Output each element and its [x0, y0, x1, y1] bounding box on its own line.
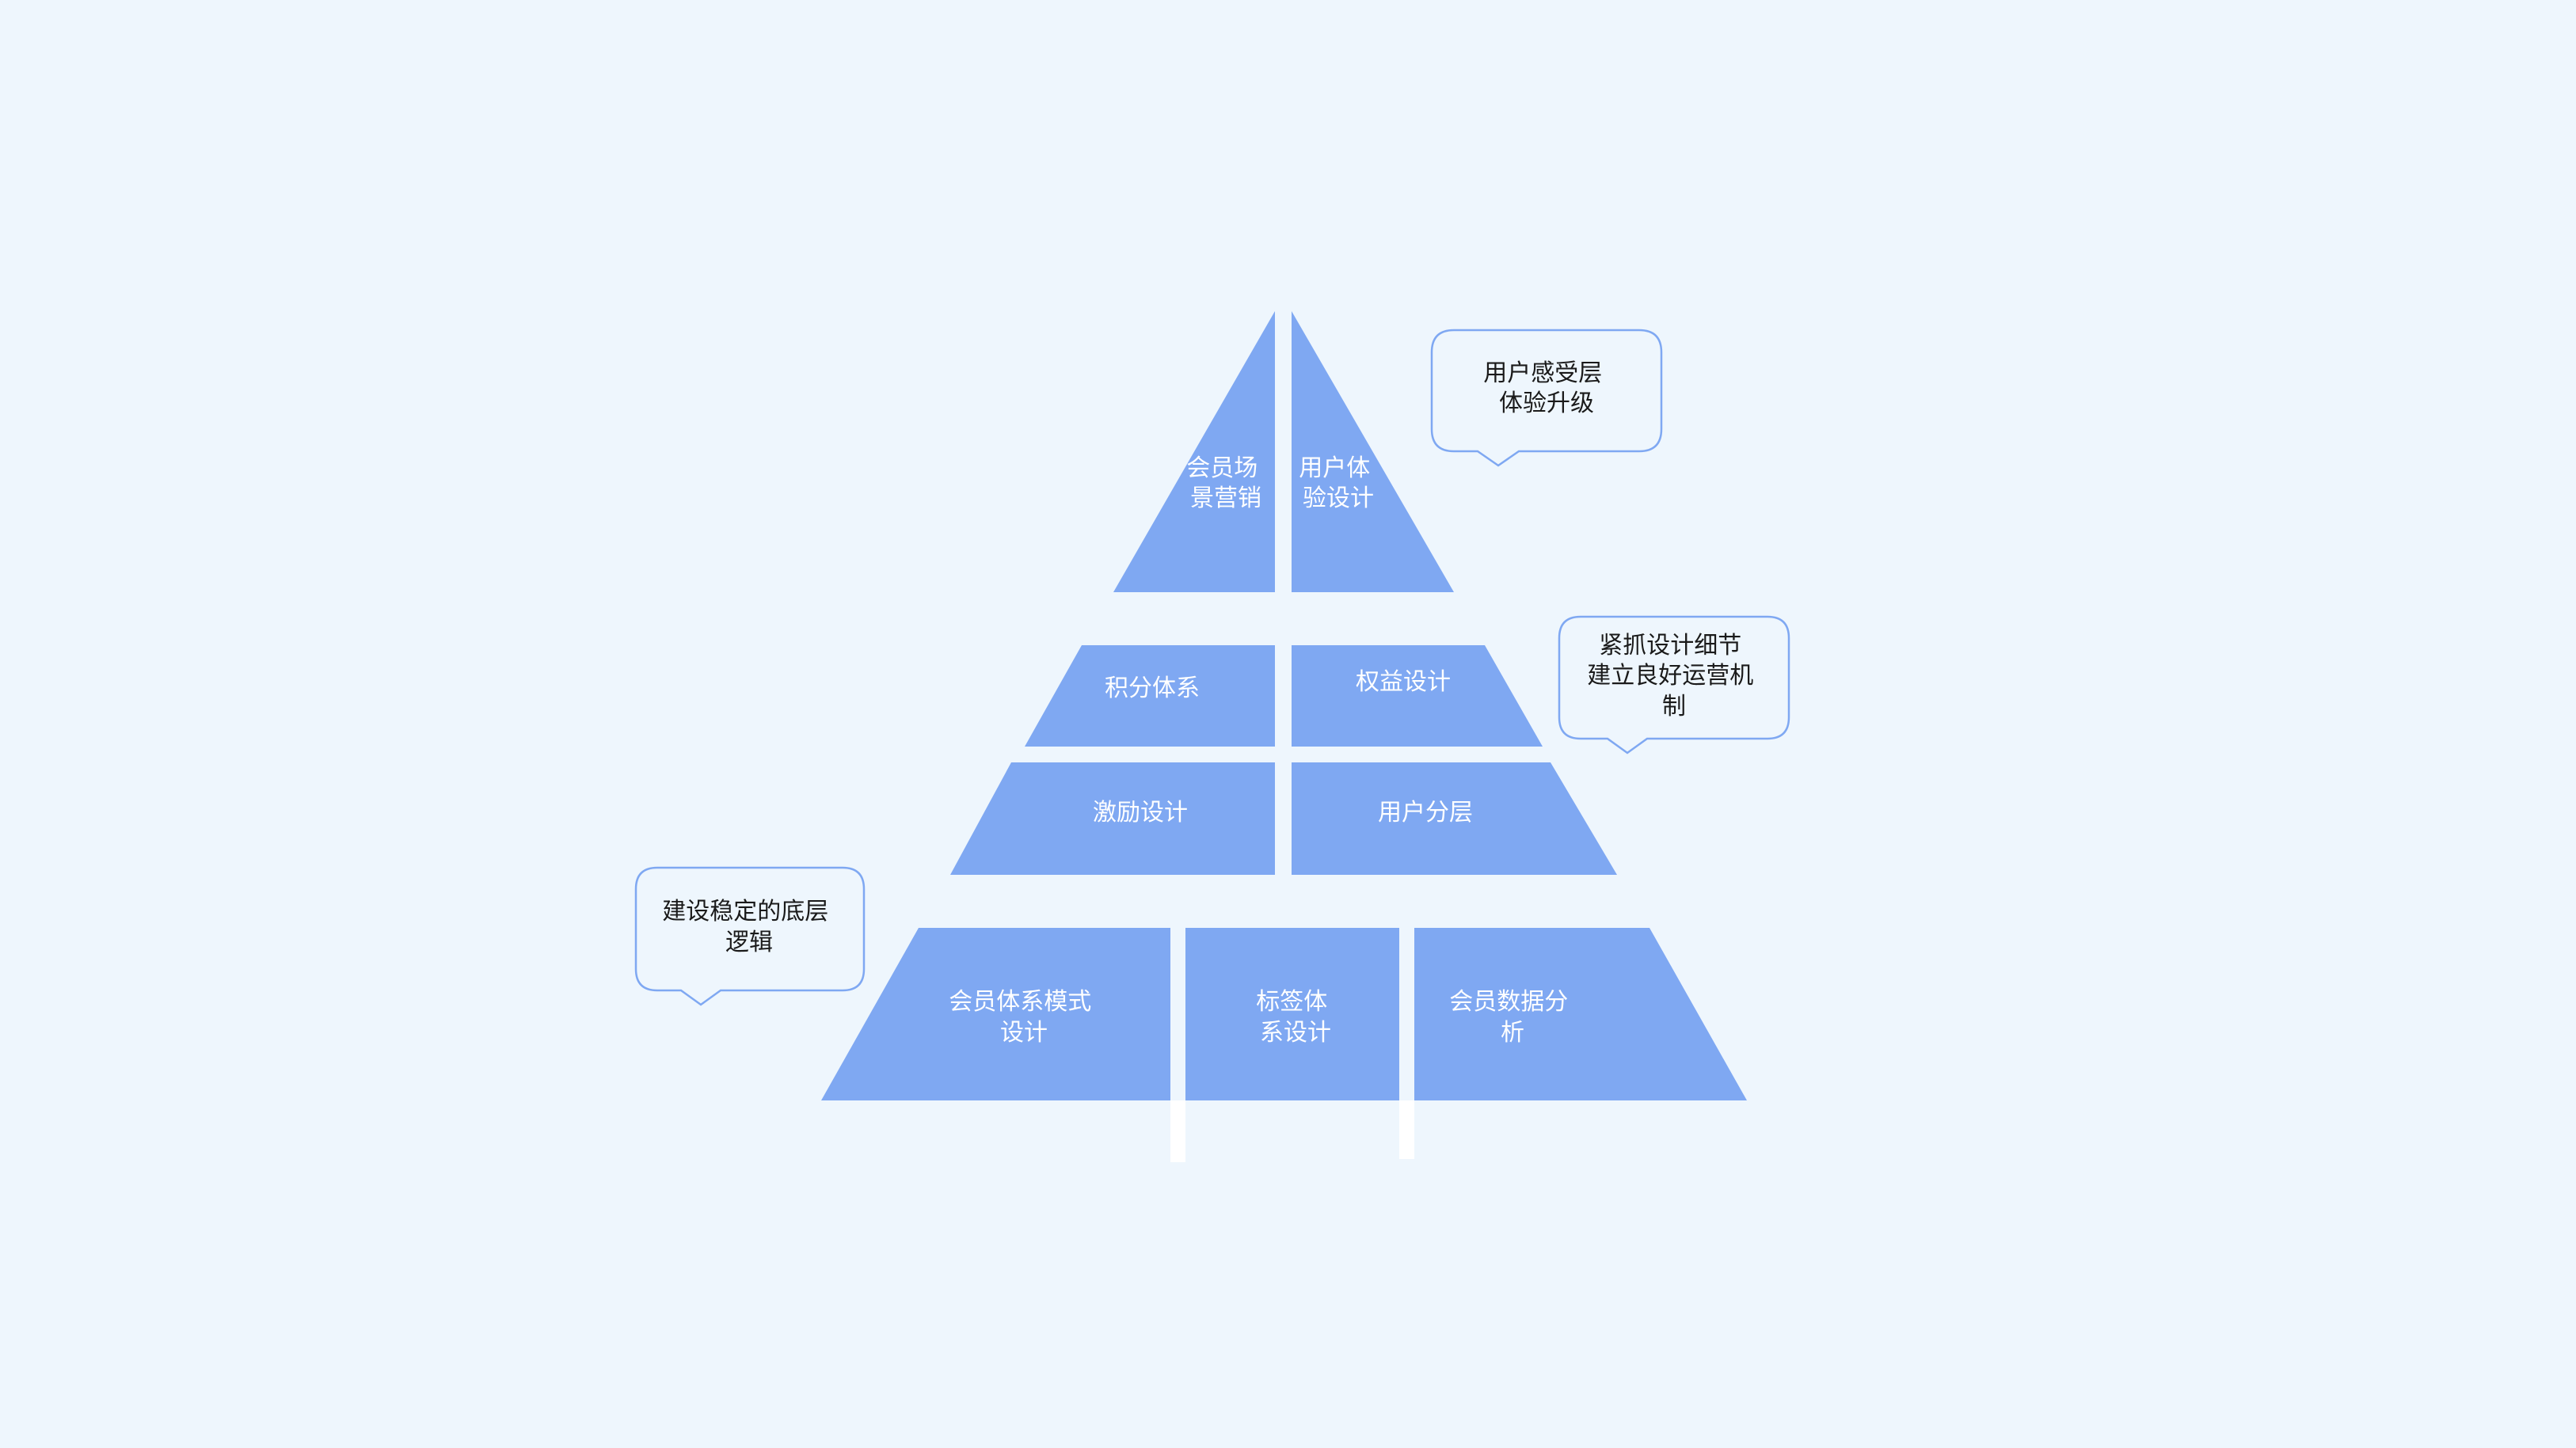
- segment-points-system: [1025, 645, 1275, 747]
- segment-user-experience-design: [1292, 311, 1454, 592]
- tier-middle-upper: 积分体系 权益设计: [1025, 645, 1543, 747]
- stem-left: [1170, 1100, 1185, 1162]
- callout-base: 建设稳定的底层 逻辑: [634, 866, 866, 1006]
- label-member-data-analysis: 会员数据分 析: [1449, 988, 1576, 1047]
- stem-right: [1399, 1100, 1414, 1159]
- callout-base-bubble: [634, 866, 866, 1006]
- segment-member-data-analysis: [1414, 928, 1747, 1100]
- segment-incentive-design: [950, 762, 1275, 875]
- segment-benefits-design: [1292, 645, 1543, 747]
- label-user-experience-design: 用户体 验设计: [1299, 454, 1378, 512]
- tier-middle-lower: 激励设计 用户分层: [950, 762, 1617, 875]
- callout-middle-bubble: [1558, 615, 1790, 754]
- label-member-system-model-design: 会员体系模式 设计: [949, 988, 1099, 1047]
- tier-base: 会员体系模式 设计 标签体 系设计 会员数据分 析: [821, 928, 1747, 1100]
- callout-top-bubble: [1430, 329, 1663, 467]
- label-member-scene-marketing: 会员场 景营销: [1186, 454, 1265, 512]
- segment-user-tiering: [1292, 762, 1617, 875]
- callout-base-text: 建设稳定的底层 逻辑: [662, 898, 836, 956]
- callout-top: 用户感受层 体验升级: [1430, 329, 1663, 467]
- callout-middle: 紧抓设计细节 建立良好运营机 制: [1558, 615, 1790, 754]
- label-incentive-design: 激励设计: [1093, 799, 1188, 827]
- label-user-tiering: 用户分层: [1378, 799, 1473, 827]
- segment-tag-system-design: [1185, 928, 1399, 1100]
- label-tag-system-design: 标签体 系设计: [1256, 988, 1335, 1047]
- segment-member-scene-marketing: [1113, 311, 1275, 592]
- callout-top-text: 用户感受层 体验升级: [1483, 359, 1610, 417]
- label-benefits-design: 权益设计: [1356, 668, 1451, 696]
- callout-middle-text: 紧抓设计细节 建立良好运营机 制: [1587, 632, 1761, 720]
- segment-member-system-model-design: [821, 928, 1170, 1100]
- label-points-system: 积分体系: [1105, 675, 1200, 702]
- tier-top: 会员场 景营销 用户体 验设计: [1113, 311, 1454, 592]
